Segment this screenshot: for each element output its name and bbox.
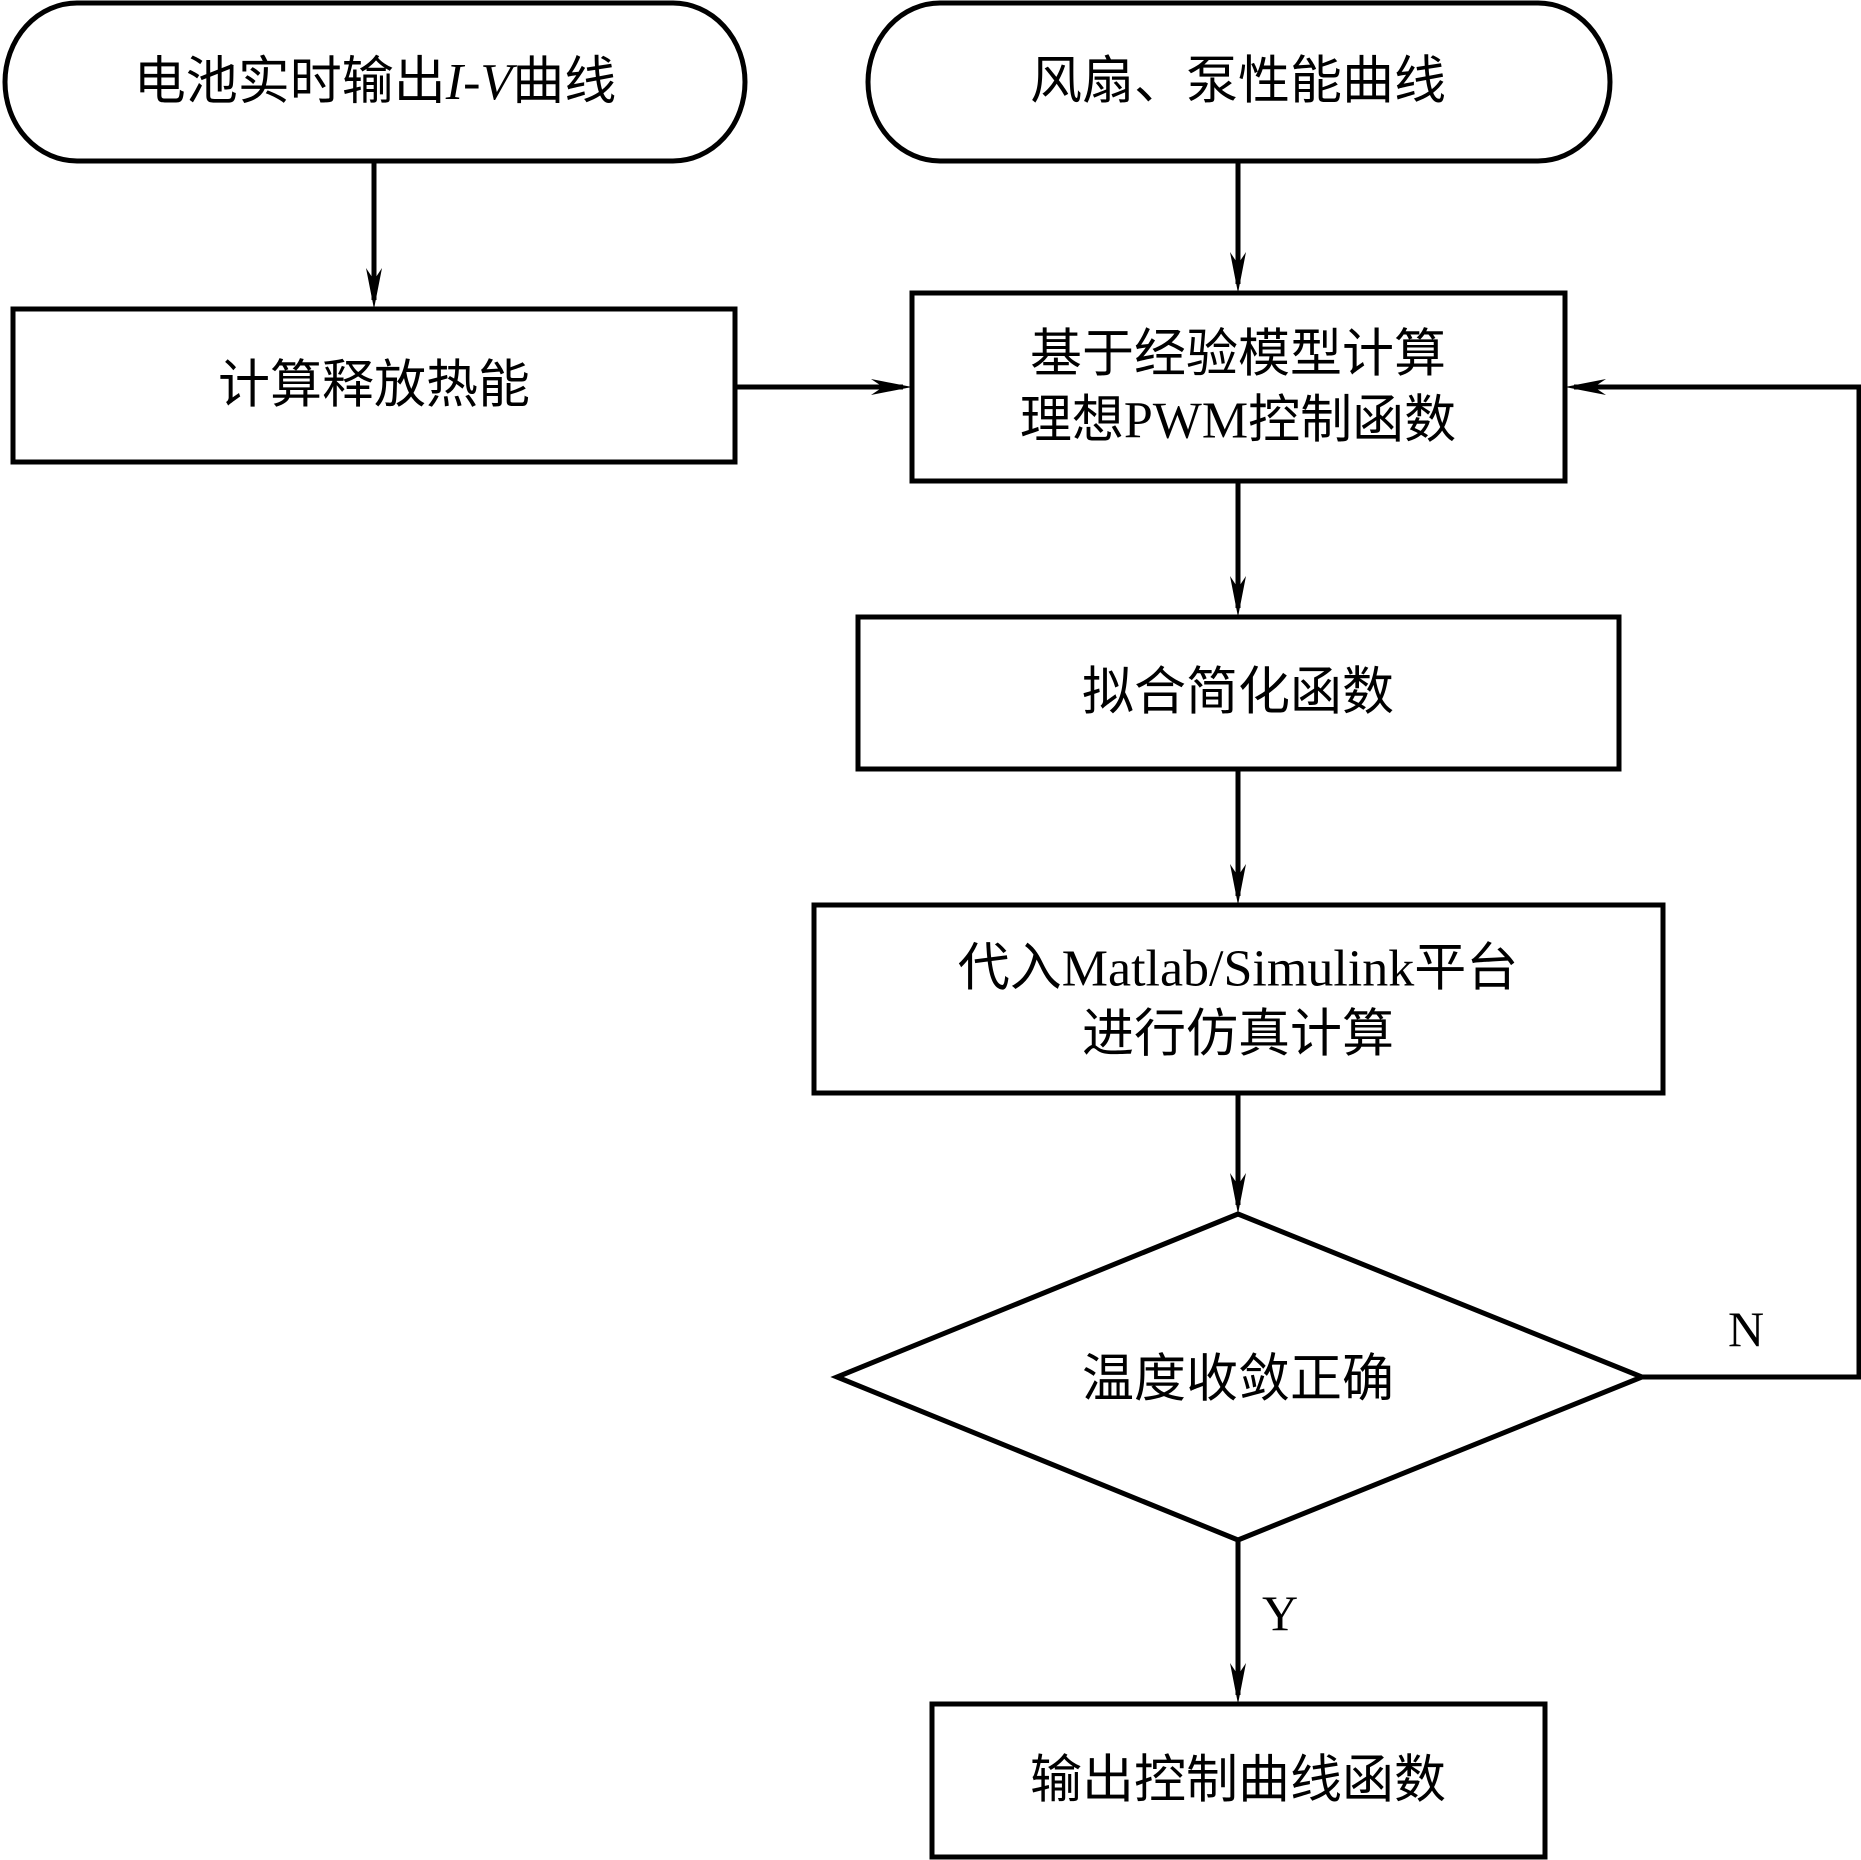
edge-heat-to-pwm <box>735 379 912 395</box>
terminal-shape <box>2 0 748 164</box>
node-heat-calc-label: 计算释放热能 <box>218 358 530 415</box>
arrow-down-icon <box>366 268 382 309</box>
node-heat-calc: 计算释放热能 <box>10 306 738 465</box>
edge-converge-no-loop: N <box>1565 379 1861 1380</box>
edge-fit-to-simulate <box>1230 769 1246 905</box>
node-converge-label: 温度收敛正确 <box>1082 1352 1394 1409</box>
node-battery-iv: 电池实时输出I-V曲线 <box>2 0 748 164</box>
edge-converge-yes: Y <box>1230 1540 1298 1704</box>
node-pwm-model: 基于经验模型计算 理想PWM控制函数 <box>909 290 1568 484</box>
node-fit-func: 拟合简化函数 <box>855 614 1622 772</box>
arrow-down-icon <box>1230 252 1246 293</box>
edge-simulate-to-converge <box>1230 1093 1246 1214</box>
node-simulate-line-1: 代入Matlab/Simulink平台 <box>958 941 1518 998</box>
edge-battery-to-heat <box>366 161 382 309</box>
process-box <box>909 290 1568 484</box>
node-simulate: 代入Matlab/Simulink平台 进行仿真计算 <box>811 902 1666 1096</box>
arrow-down-icon <box>1230 1173 1246 1214</box>
node-pwm-model-line-1: 基于经验模型计算 <box>1030 327 1446 384</box>
arrow-down-icon <box>1230 864 1246 905</box>
node-output: 输出控制曲线函数 <box>929 1701 1548 1860</box>
node-battery-iv-label: 电池实时输出I-V曲线 <box>134 54 616 111</box>
terminal-shape <box>865 0 1613 164</box>
branch-label-no: N <box>1728 1301 1764 1357</box>
edge-pwm-to-fit <box>1230 481 1246 617</box>
branch-label-yes: Y <box>1262 1585 1298 1641</box>
node-fan-pump: 风扇、泵性能曲线 <box>865 0 1613 164</box>
node-fit-func-label: 拟合简化函数 <box>1082 665 1394 722</box>
process-box <box>10 306 738 465</box>
arrow-left-icon <box>1565 379 1606 395</box>
arrow-right-icon <box>871 379 912 395</box>
arrow-down-icon <box>1230 576 1246 617</box>
connector-line <box>1574 384 1861 1380</box>
edge-fan-to-pwm <box>1230 161 1246 293</box>
arrow-down-icon <box>1230 1663 1246 1704</box>
node-pwm-model-line-2: 理想PWM控制函数 <box>1020 393 1456 450</box>
node-converge: 温度收敛正确 <box>830 1211 1649 1543</box>
node-output-label: 输出控制曲线函数 <box>1030 1753 1446 1810</box>
process-box <box>929 1701 1548 1860</box>
node-fan-pump-label: 风扇、泵性能曲线 <box>1030 54 1446 111</box>
node-simulate-line-2: 进行仿真计算 <box>1082 1007 1394 1064</box>
process-box <box>811 902 1666 1096</box>
